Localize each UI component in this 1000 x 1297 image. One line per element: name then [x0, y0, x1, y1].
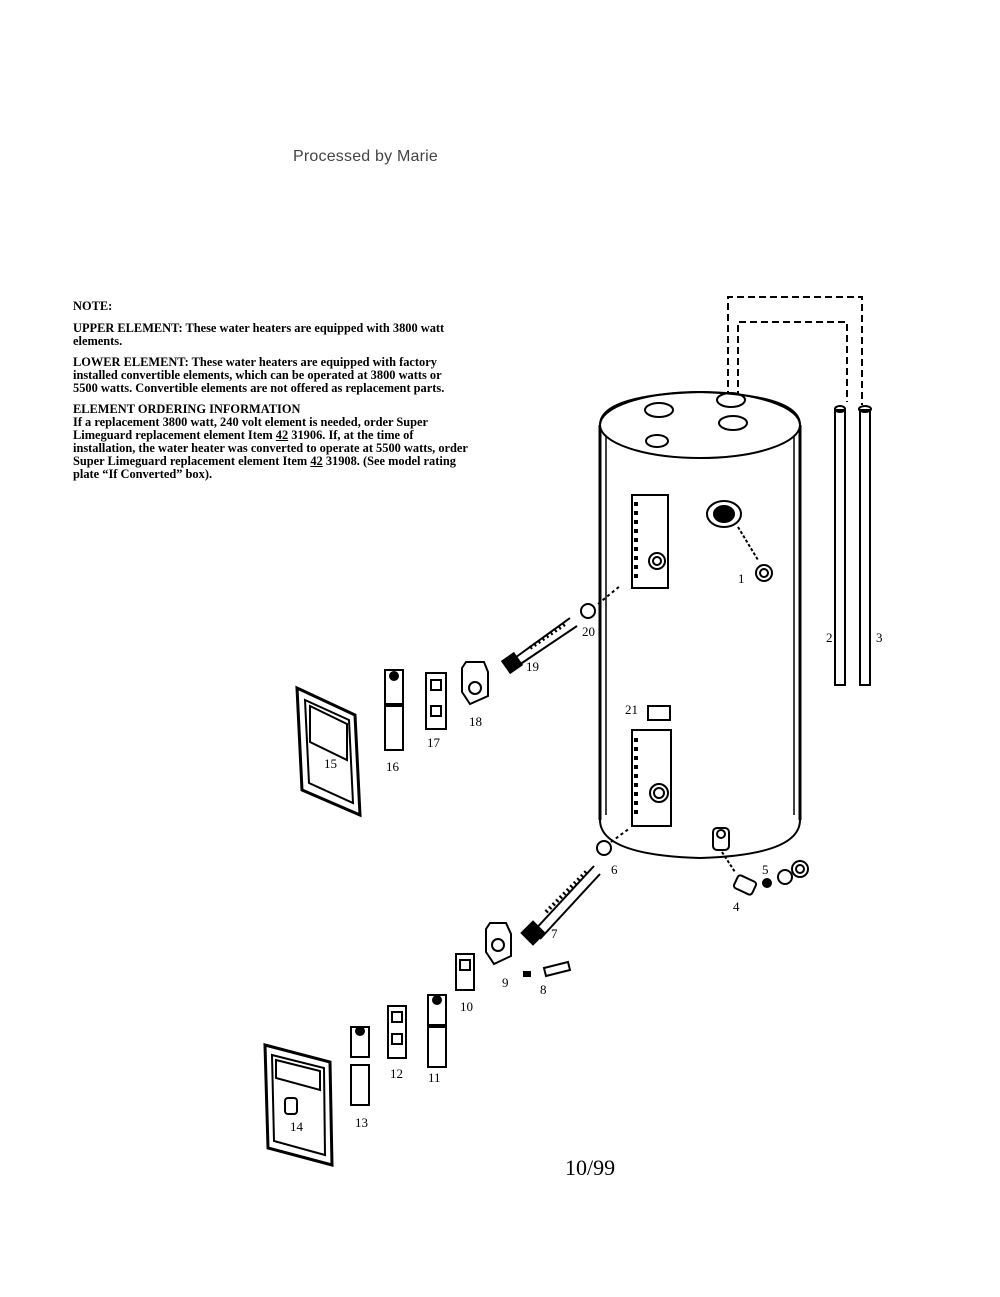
- lower-clip: [523, 960, 572, 978]
- ordering-info: If a replacement 3800 watt, 240 volt ele…: [73, 416, 468, 481]
- element-notes: NOTE: UPPER ELEMENT: These water heaters…: [73, 300, 468, 489]
- part-label-19: 19: [526, 659, 539, 674]
- upper-element-gasket: [580, 585, 621, 619]
- ordering-item-1-number: 31906.: [288, 428, 326, 442]
- lower-thermostat-alt: [387, 1005, 407, 1059]
- part-label-14: 14: [290, 1119, 304, 1134]
- upper-thermostat: [425, 672, 447, 730]
- lower-access-cover: [263, 1043, 334, 1167]
- lower-access-opening: [631, 729, 672, 827]
- upper-element-note: UPPER ELEMENT: These water heaters are e…: [73, 322, 468, 348]
- rating-plate: [647, 705, 671, 721]
- upper-access-opening: [631, 494, 669, 589]
- part-label-15: 15: [324, 756, 337, 771]
- drain-fitting: [712, 827, 809, 896]
- ordering-title: ELEMENT ORDERING INFORMATION: [73, 402, 301, 416]
- upper-heating-element: [500, 617, 578, 675]
- part-label-16: 16: [386, 759, 400, 774]
- ordering-text-1: If a replacement 3800 watt, 240 volt ele…: [73, 415, 428, 442]
- lower-control-13: [350, 1026, 370, 1106]
- lower-heating-element: [520, 865, 601, 946]
- part-label-13: 13: [355, 1115, 368, 1130]
- anode-rod-3: [858, 405, 872, 686]
- part-label-11: 11: [428, 1070, 441, 1085]
- lower-element-note: LOWER ELEMENT: These water heaters are e…: [73, 356, 468, 395]
- ordering-item-2-number: 31908.: [322, 454, 360, 468]
- part-label-7: 7: [551, 926, 558, 941]
- part-label-17: 17: [427, 735, 441, 750]
- part-label-9: 9: [502, 975, 509, 990]
- upper-element-text: These water heaters are equipped with 38…: [73, 321, 445, 348]
- upper-element-label: UPPER ELEMENT:: [73, 321, 183, 335]
- ordering-text-2: If, at the time of installation, the wat…: [73, 428, 468, 468]
- upper-opening-round: [706, 500, 773, 582]
- part-label-5: 5: [762, 862, 769, 877]
- note-title: NOTE:: [73, 299, 113, 313]
- lower-element-gasket: [596, 827, 631, 856]
- lower-thermostat-bracket: [485, 922, 512, 966]
- ordering-item-1-prefix: 42: [275, 428, 289, 442]
- part-label-20: 20: [582, 624, 595, 639]
- lower-element-text: These water heaters are equipped with fa…: [73, 355, 445, 395]
- part-label-18: 18: [469, 714, 482, 729]
- revision-date: 10/99: [565, 1155, 616, 1180]
- lower-element-label: LOWER ELEMENT:: [73, 355, 189, 369]
- ordering-text-3: (See model rating plate “If Converted” b…: [73, 454, 456, 481]
- part-label-4: 4: [733, 899, 740, 914]
- anode-rod-2: [834, 405, 846, 686]
- part-label-6: 6: [611, 862, 618, 877]
- part-label-10: 10: [460, 999, 473, 1014]
- lower-thermostat: [455, 953, 475, 991]
- part-label-21: 21: [625, 702, 638, 717]
- upper-limit-control: [384, 669, 404, 751]
- water-heater-tank: [598, 390, 802, 860]
- part-label-2: 2: [826, 630, 833, 645]
- top-wiring-dashed-lines: [727, 296, 863, 405]
- part-label-8: 8: [540, 982, 547, 997]
- lower-limit-control: [427, 994, 447, 1068]
- processed-by-stamp: Processed by Marie: [293, 148, 438, 165]
- part-label-3: 3: [876, 630, 883, 645]
- upper-access-cover: [295, 685, 362, 818]
- upper-thermostat-bracket: [461, 661, 489, 706]
- ordering-item-2-prefix: 42: [310, 454, 323, 468]
- part-label-12: 12: [390, 1066, 403, 1081]
- part-label-1: 1: [738, 571, 745, 586]
